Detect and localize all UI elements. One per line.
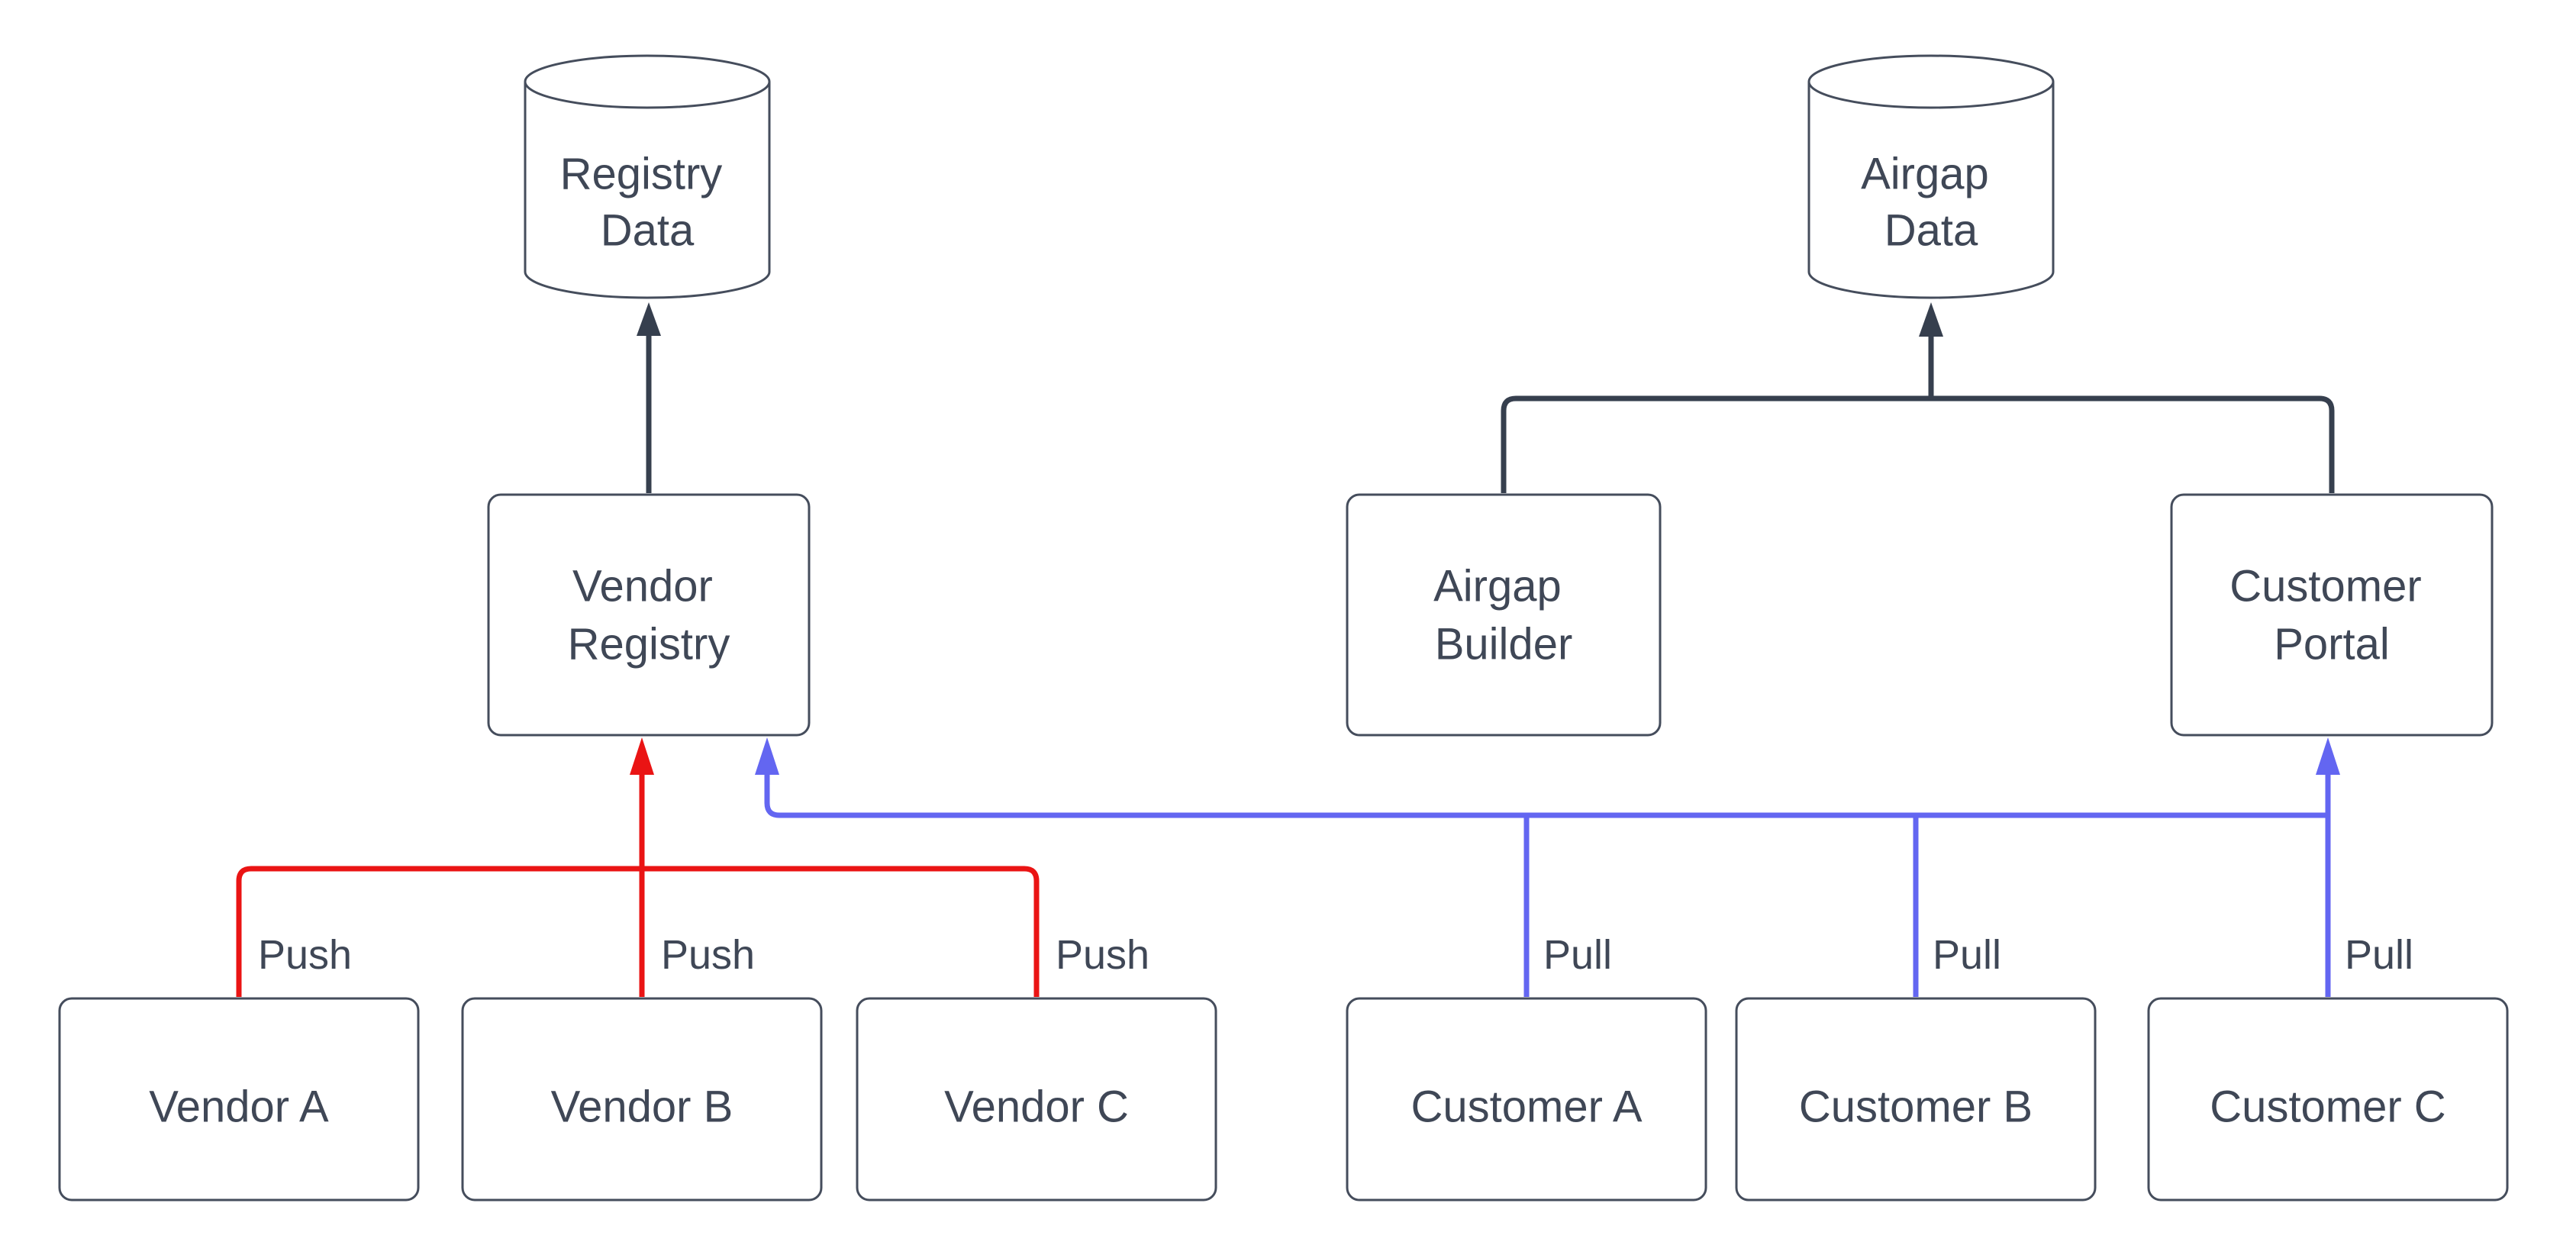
airgap-builder-box (1346, 493, 1662, 737)
customer-c-label: Customer C (2210, 1082, 2445, 1132)
edge-label-push-vendor-b: Push (661, 932, 755, 978)
airgap-data-cylinder-body (1807, 82, 2055, 299)
arrowhead-airgap-data (1919, 302, 1943, 337)
edge-label-pull-customer-a: Pull (1543, 932, 1612, 978)
arrowhead-pull-vendor-registry (755, 737, 779, 775)
node-airgap-data: Airgap Data (1807, 54, 2055, 299)
customer-portal-label: Customer Portal (2229, 547, 2434, 669)
vendor-b-box (461, 997, 823, 1202)
edge-label-push-vendor-c: Push (1056, 932, 1149, 978)
arrowhead-registry-data (637, 302, 661, 336)
edge-labels: Push Push Push Pull Pull Pull (258, 932, 2413, 978)
registry-data-cylinder-body (524, 82, 771, 299)
edge-label-push-vendor-a: Push (258, 932, 352, 978)
vendor-a-label: Vendor A (149, 1082, 329, 1132)
vendor-registry-box (487, 493, 811, 737)
airgap-builder-label: Airgap Builder (1433, 547, 1574, 669)
vendor-b-label: Vendor B (551, 1082, 733, 1132)
airgap-data-cylinder-top (1807, 54, 2055, 109)
node-vendor-a: Vendor A (58, 997, 420, 1202)
registry-data-label: Registry Data (560, 134, 735, 256)
edge-pull-trunk (764, 774, 2328, 818)
node-customer-portal: Customer Portal (2170, 493, 2494, 737)
node-customer-c: Customer C (2147, 997, 2509, 1202)
vendor-registry-label: Vendor Registry (568, 547, 730, 669)
node-registry-data: Registry Data (524, 54, 771, 299)
edge-push-trunk (236, 866, 1040, 997)
customer-c-box (2147, 997, 2509, 1202)
node-customer-a: Customer A (1346, 997, 1707, 1202)
customer-b-label: Customer B (1799, 1082, 2033, 1132)
customer-portal-box (2170, 493, 2494, 737)
customer-b-box (1735, 997, 2097, 1202)
vendor-a-box (58, 997, 420, 1202)
edge-group-push (236, 737, 1040, 997)
customer-a-label: Customer A (1411, 1082, 1643, 1132)
airgap-data-label: Airgap Data (1861, 134, 2001, 256)
node-customer-b: Customer B (1735, 997, 2097, 1202)
node-vendor-b: Vendor B (461, 997, 823, 1202)
edge-label-pull-customer-b: Pull (1933, 932, 2001, 978)
node-vendor-registry: Vendor Registry (487, 493, 811, 737)
edge-builder-portal-tree (1501, 395, 2335, 493)
edge-group-dark (637, 302, 2335, 493)
registry-data-cylinder-top (524, 54, 771, 109)
edge-group-pull (755, 737, 2340, 997)
arrowhead-push-vendor-registry (630, 737, 654, 775)
arrowhead-pull-customer-portal (2316, 737, 2340, 775)
customer-a-box (1346, 997, 1707, 1202)
node-vendor-c: Vendor C (856, 997, 1217, 1202)
node-airgap-builder: Airgap Builder (1346, 493, 1662, 737)
edge-label-pull-customer-c: Pull (2345, 932, 2413, 978)
vendor-c-label: Vendor C (944, 1082, 1129, 1132)
vendor-c-box (856, 997, 1217, 1202)
